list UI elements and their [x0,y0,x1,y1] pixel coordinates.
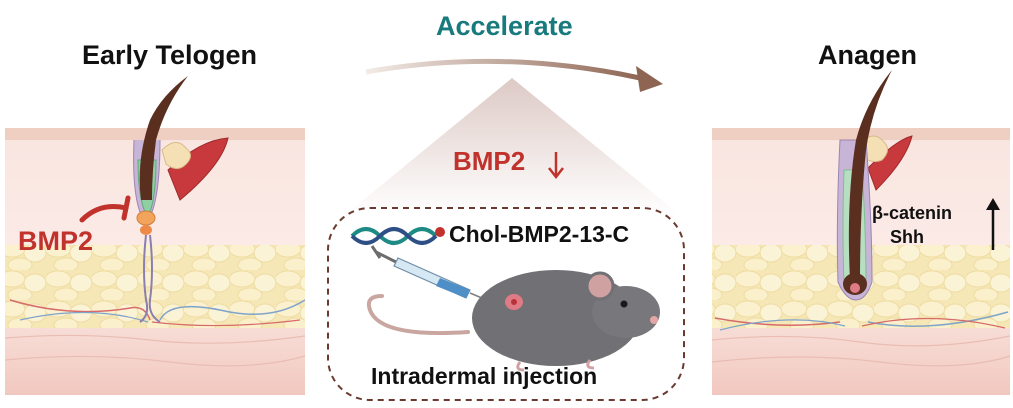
zoom-triangle [345,78,680,215]
telogen-hair-follicle [133,76,229,323]
inhibition-arrow [79,204,129,223]
marker-shh: Shh [890,227,924,247]
injection-method-label: Intradermal injection [371,363,598,389]
anagen-hair-follicle [836,70,913,301]
upregulation-arrowhead [986,198,1000,210]
dna-icon [350,227,445,245]
inhibition-bar [121,195,131,221]
accelerate-arrow [365,58,641,81]
title-early-telogen: Early Telogen [82,40,258,70]
downregulation-arrowhead [548,167,564,180]
accelerate-label: Accelerate [436,11,573,41]
compound-label: Chol-BMP2-13-C [449,221,630,247]
title-anagen: Anagen [818,40,918,70]
bmp2-inhibitor-label: BMP2 [18,226,94,256]
bmp2-downregulated-label: BMP2 [453,146,526,176]
accelerate-arrowhead [636,66,663,92]
marker-beta-catenin: β-catenin [872,203,952,223]
mouse-icon [366,270,660,372]
